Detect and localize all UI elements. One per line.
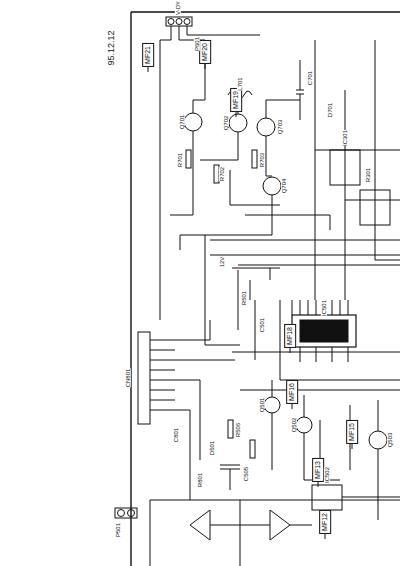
part-label: CN801 <box>125 369 131 388</box>
part-label: R501 <box>241 291 247 305</box>
test-point-label: MF18 <box>286 327 294 345</box>
ic-block <box>330 150 360 185</box>
test-point-label: MF12 <box>321 513 329 531</box>
ic-pins <box>292 300 348 362</box>
connector-pin <box>176 19 182 25</box>
connector-pin <box>184 19 190 25</box>
test-point-stub <box>325 534 326 539</box>
part-label: IC501 <box>321 300 327 316</box>
test-point-box: MF15 <box>346 420 358 444</box>
wire <box>160 26 260 320</box>
transistor-symbol <box>369 431 387 449</box>
part-label: C801 <box>173 428 179 442</box>
transistor-symbol <box>257 118 275 136</box>
part-label: L701 <box>237 77 243 90</box>
test-point-box: MF12 <box>319 510 331 534</box>
test-point-stub <box>236 112 237 117</box>
part-label: C501 <box>259 318 265 332</box>
connector-body <box>138 332 150 424</box>
part-label: R702 <box>219 167 225 181</box>
ic-core <box>300 320 348 342</box>
wire <box>205 235 400 345</box>
part-label: D701 <box>327 103 333 117</box>
capacitor-symbol <box>296 60 304 120</box>
part-label: P501 <box>115 523 121 537</box>
part-label: R506 <box>235 423 241 437</box>
connector-body <box>166 17 192 26</box>
wire <box>232 300 400 380</box>
connector-body <box>115 508 137 518</box>
transistor-symbol <box>229 114 247 132</box>
test-point-label: MF13 <box>314 461 322 479</box>
transistor-symbol <box>184 113 202 131</box>
resistor-symbol <box>228 420 233 438</box>
part-label: V-DY <box>175 1 181 15</box>
test-point-stub <box>148 67 149 72</box>
test-point-box: MF16 <box>286 380 298 404</box>
ic-block <box>360 190 390 225</box>
test-point-stub <box>205 64 206 69</box>
resistor-symbol <box>250 440 255 458</box>
part-label: P601 <box>194 37 200 51</box>
wire <box>170 60 330 250</box>
part-label: Q703 <box>277 120 283 135</box>
part-label: Q702 <box>223 116 229 131</box>
capacitor-symbol <box>220 465 240 490</box>
part-label: R703 <box>259 153 265 167</box>
connector-pin <box>128 510 135 517</box>
wire <box>315 40 400 300</box>
test-point-label: MF21 <box>144 46 152 64</box>
connector-pins <box>150 340 175 410</box>
part-label: C505 <box>243 467 249 481</box>
resistor-symbol <box>186 150 191 168</box>
part-label: IC502 <box>324 467 330 483</box>
part-label: 12V <box>219 257 225 268</box>
part-label: IC301 <box>342 130 348 146</box>
transistor-symbol <box>264 397 280 413</box>
resistor-symbol <box>252 150 257 168</box>
part-label: C701 <box>307 71 313 85</box>
part-label: R701 <box>177 153 183 167</box>
test-point-label: MF15 <box>348 423 356 441</box>
test-point-stub <box>292 404 293 409</box>
part-label: Q704 <box>281 179 287 194</box>
connector-pin <box>118 510 125 517</box>
wire <box>232 268 280 280</box>
wire <box>150 497 400 566</box>
wire <box>240 380 400 520</box>
part-label: Q701 <box>179 115 185 130</box>
test-point-label: MF16 <box>288 383 296 401</box>
test-point-label: MF20 <box>201 43 209 61</box>
part-label: Q503 <box>387 433 393 448</box>
part-label: Q502 <box>291 418 297 433</box>
frame-line <box>131 12 400 566</box>
test-point-box: MF21 <box>142 43 154 67</box>
part-label: Q501 <box>259 398 265 413</box>
connector-pin <box>168 19 174 25</box>
ic-block <box>312 485 342 510</box>
part-label: D501 <box>209 441 215 455</box>
test-point-box: MF19 <box>230 88 242 112</box>
wire <box>175 320 235 500</box>
test-point-stub <box>290 348 291 353</box>
transistor-symbol <box>263 177 281 195</box>
opamp-symbol <box>270 510 290 540</box>
test-point-box: MF13 <box>312 458 324 482</box>
test-point-stub <box>318 482 319 487</box>
diode-bridge-symbol <box>190 510 210 540</box>
test-point-label: MF19 <box>232 91 240 109</box>
part-label: R801 <box>197 473 203 487</box>
test-point-stub <box>352 444 353 449</box>
ic-body <box>292 315 356 347</box>
test-point-box: MF20 <box>199 40 211 64</box>
transistor-symbol <box>296 417 312 433</box>
test-point-box: MF18 <box>284 324 296 348</box>
date-stamp: 95.12.12 <box>107 30 116 65</box>
part-label: R301 <box>365 168 371 182</box>
